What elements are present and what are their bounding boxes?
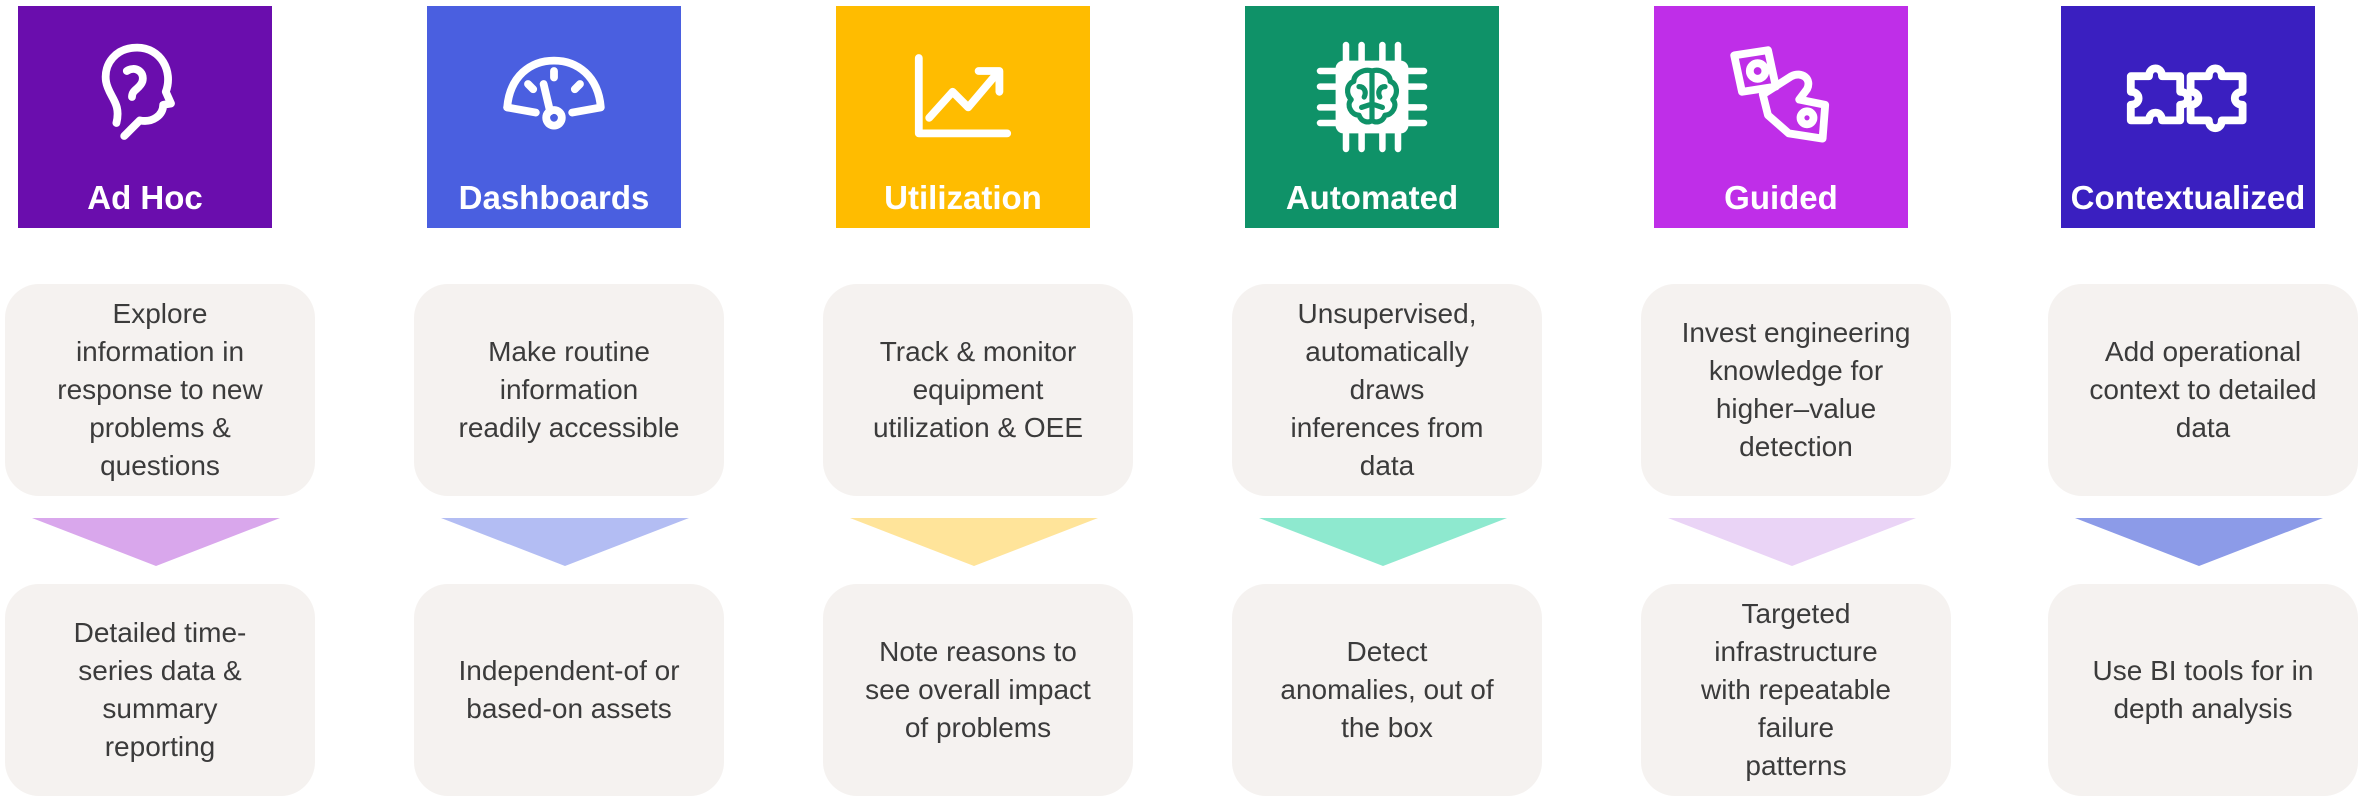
head-profile-icon — [18, 32, 272, 162]
tile-contextualized: Contextualized — [2061, 6, 2315, 228]
brain-chip-icon — [1245, 32, 1499, 162]
tile-title-ad-hoc: Ad Hoc — [87, 179, 203, 216]
arrow-automated — [1259, 518, 1507, 566]
arrow-dashboards — [441, 518, 689, 566]
tile-title-automated: Automated — [1285, 179, 1459, 216]
arrow-utilization — [850, 518, 1098, 566]
tile-title-dashboards: Dashboards — [458, 179, 650, 216]
trending-chart-icon — [836, 32, 1090, 162]
speedometer-icon — [427, 32, 681, 162]
tile-dashboards: Dashboards — [427, 6, 681, 228]
tile-utilization: Utilization — [836, 6, 1090, 228]
tile-ad-hoc: Ad Hoc — [18, 6, 272, 228]
hand-money-icon — [1654, 32, 1908, 162]
tile-title-utilization: Utilization — [884, 179, 1042, 216]
tile-automated: Automated — [1245, 6, 1499, 228]
puzzle-pieces-icon — [2061, 32, 2315, 162]
tile-guided: Guided — [1654, 6, 1908, 228]
tile-title-contextualized: Contextualized — [2070, 179, 2306, 216]
arrow-guided — [1668, 518, 1916, 566]
arrow-ad-hoc — [32, 518, 280, 566]
arrow-contextualized — [2075, 518, 2323, 566]
tile-title-guided: Guided — [1724, 179, 1838, 216]
